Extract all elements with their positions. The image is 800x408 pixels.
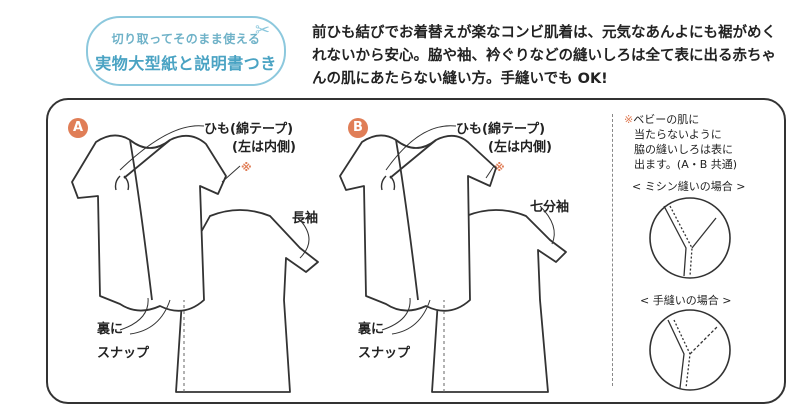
a-tie-label: ひも(綿テープ) (204, 122, 294, 137)
b-front-garment (339, 134, 497, 312)
intro-text: 前ひも結びでお着替えが楽なコンビ肌着は、元気なあんよにも裾がめくれないから安心。… (312, 25, 776, 87)
marker-b: B (348, 118, 368, 138)
note-line2: 当たらないように (634, 128, 722, 141)
machine-stitch-label: < ミシン縫いの場合 > (632, 180, 746, 193)
b-snap-line2: スナップ (358, 346, 411, 361)
note-line4: 出ます。(A・B 共通) (634, 158, 738, 171)
a-asterisk: ※ (241, 161, 252, 174)
a-snap-line2: スナップ (97, 346, 150, 361)
badge-line2: 実物大型紙と説明書つき (95, 54, 277, 73)
a-back-garment (175, 209, 319, 393)
b-sleeve-label: 七分袖 (530, 200, 570, 215)
seam-note: ※ベビーの肌に 当たらないように 脇の縫いしろは表に 出ます。(A・B 共通) (624, 112, 774, 172)
a-snap-line1: 裏に (97, 322, 124, 337)
hand-stitch-label: < 手縫いの場合 > (640, 294, 732, 307)
scissors-icon: ✂ (255, 20, 271, 41)
a-tie-sub: (左は内側) (232, 140, 296, 155)
marker-a: A (68, 118, 88, 138)
badge-line1: 切り取ってそのまま使える (111, 32, 261, 46)
panel-divider (612, 114, 613, 386)
note-line3: 脇の縫いしろは表に (634, 143, 733, 156)
note-line1: ベビーの肌に (633, 113, 700, 126)
hand-stitch-detail (649, 309, 731, 391)
feature-badge: 切り取ってそのまま使える 実物大型紙と説明書つき (86, 16, 286, 86)
b-snap-line1: 裏に (358, 322, 385, 337)
b-tie-label: ひも(綿テープ) (456, 122, 546, 137)
a-sleeve-label: 長袖 (292, 211, 319, 226)
b-asterisk: ※ (494, 161, 505, 174)
b-tie-sub: (左は内側) (488, 140, 552, 155)
note-asterisk: ※ (624, 113, 634, 126)
machine-stitch-detail (649, 197, 731, 279)
a-front-garment (71, 134, 227, 312)
